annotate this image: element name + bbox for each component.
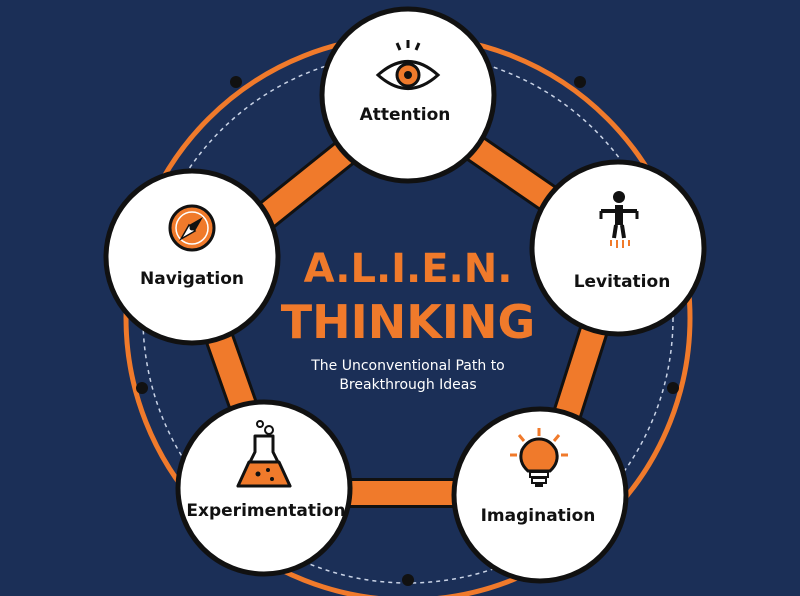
node-label-imagination: Imagination	[481, 506, 596, 526]
compass-icon	[168, 204, 216, 252]
ring-dot	[574, 76, 586, 88]
subtitle-line2: Breakthrough Ideas	[339, 377, 476, 393]
subtitle-line1: The Unconventional Path to	[310, 358, 505, 374]
title-line1: A.L.I.E.N.	[304, 246, 513, 292]
node-label-navigation: Navigation	[140, 269, 244, 289]
node-navigation: Navigation	[103, 168, 281, 346]
eye-icon	[375, 40, 441, 90]
lightbulb-icon	[510, 428, 568, 487]
node-experimentation: Experimentation	[175, 399, 353, 577]
levitating-person-icon	[599, 191, 639, 248]
node-attention: Attention	[319, 6, 497, 184]
node-label-levitation: Levitation	[574, 272, 671, 292]
flask-icon	[236, 420, 292, 488]
node-label-attention: Attention	[360, 105, 451, 125]
node-imagination: Imagination	[451, 406, 629, 584]
ring-dot	[667, 382, 679, 394]
ring-dot	[402, 574, 414, 586]
ring-dot	[230, 76, 242, 88]
ring-dot	[136, 382, 148, 394]
node-label-experimentation: Experimentation	[186, 501, 345, 521]
node-levitation: Levitation	[529, 159, 707, 337]
title-line2: THINKING	[281, 295, 536, 349]
